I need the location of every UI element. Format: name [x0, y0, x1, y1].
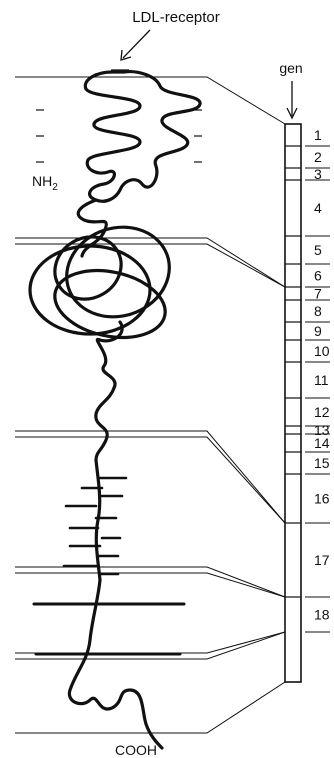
domain-connector-lines: [15, 77, 285, 733]
exon-number-label: 1: [314, 127, 322, 143]
membrane-bands: [34, 604, 184, 654]
exon-number-label: 14: [314, 435, 330, 451]
ldl-receptor-label: LDL-receptor: [132, 9, 220, 26]
exon-number-label: 5: [314, 242, 322, 258]
exon-number-label: 12: [314, 404, 330, 420]
exon-number-label: 16: [314, 491, 330, 507]
ligand-side-dashes: [36, 110, 202, 162]
exon-number-label: 8: [314, 303, 322, 319]
gene-label: gen: [279, 60, 302, 76]
exon-number-label: 7: [314, 286, 322, 302]
protein-chain: [30, 72, 200, 748]
exon-number-label: 2: [314, 149, 322, 165]
o-linked-sugar-chains: [64, 478, 126, 574]
exon-number-label: 9: [314, 323, 322, 339]
ligand-binding-domain: [85, 72, 200, 202]
gene-pointer-arrow: [287, 81, 297, 118]
exon-number-label: 10: [314, 343, 330, 359]
exon-number-label: 6: [314, 268, 322, 284]
c-terminus-label: COOH: [115, 742, 157, 758]
exon-number-label: 18: [314, 607, 330, 623]
gene-exon-bar: [285, 124, 301, 682]
exon-number-label: 15: [314, 455, 330, 471]
exon-number-label: 11: [314, 372, 329, 388]
egf-precursor-domain: [30, 214, 181, 388]
receptor-pointer-arrow: [111, 30, 150, 70]
exon-number-label: 17: [314, 552, 330, 568]
n-terminus-label: NH2: [32, 173, 58, 193]
exon-number-label: 4: [314, 200, 322, 216]
